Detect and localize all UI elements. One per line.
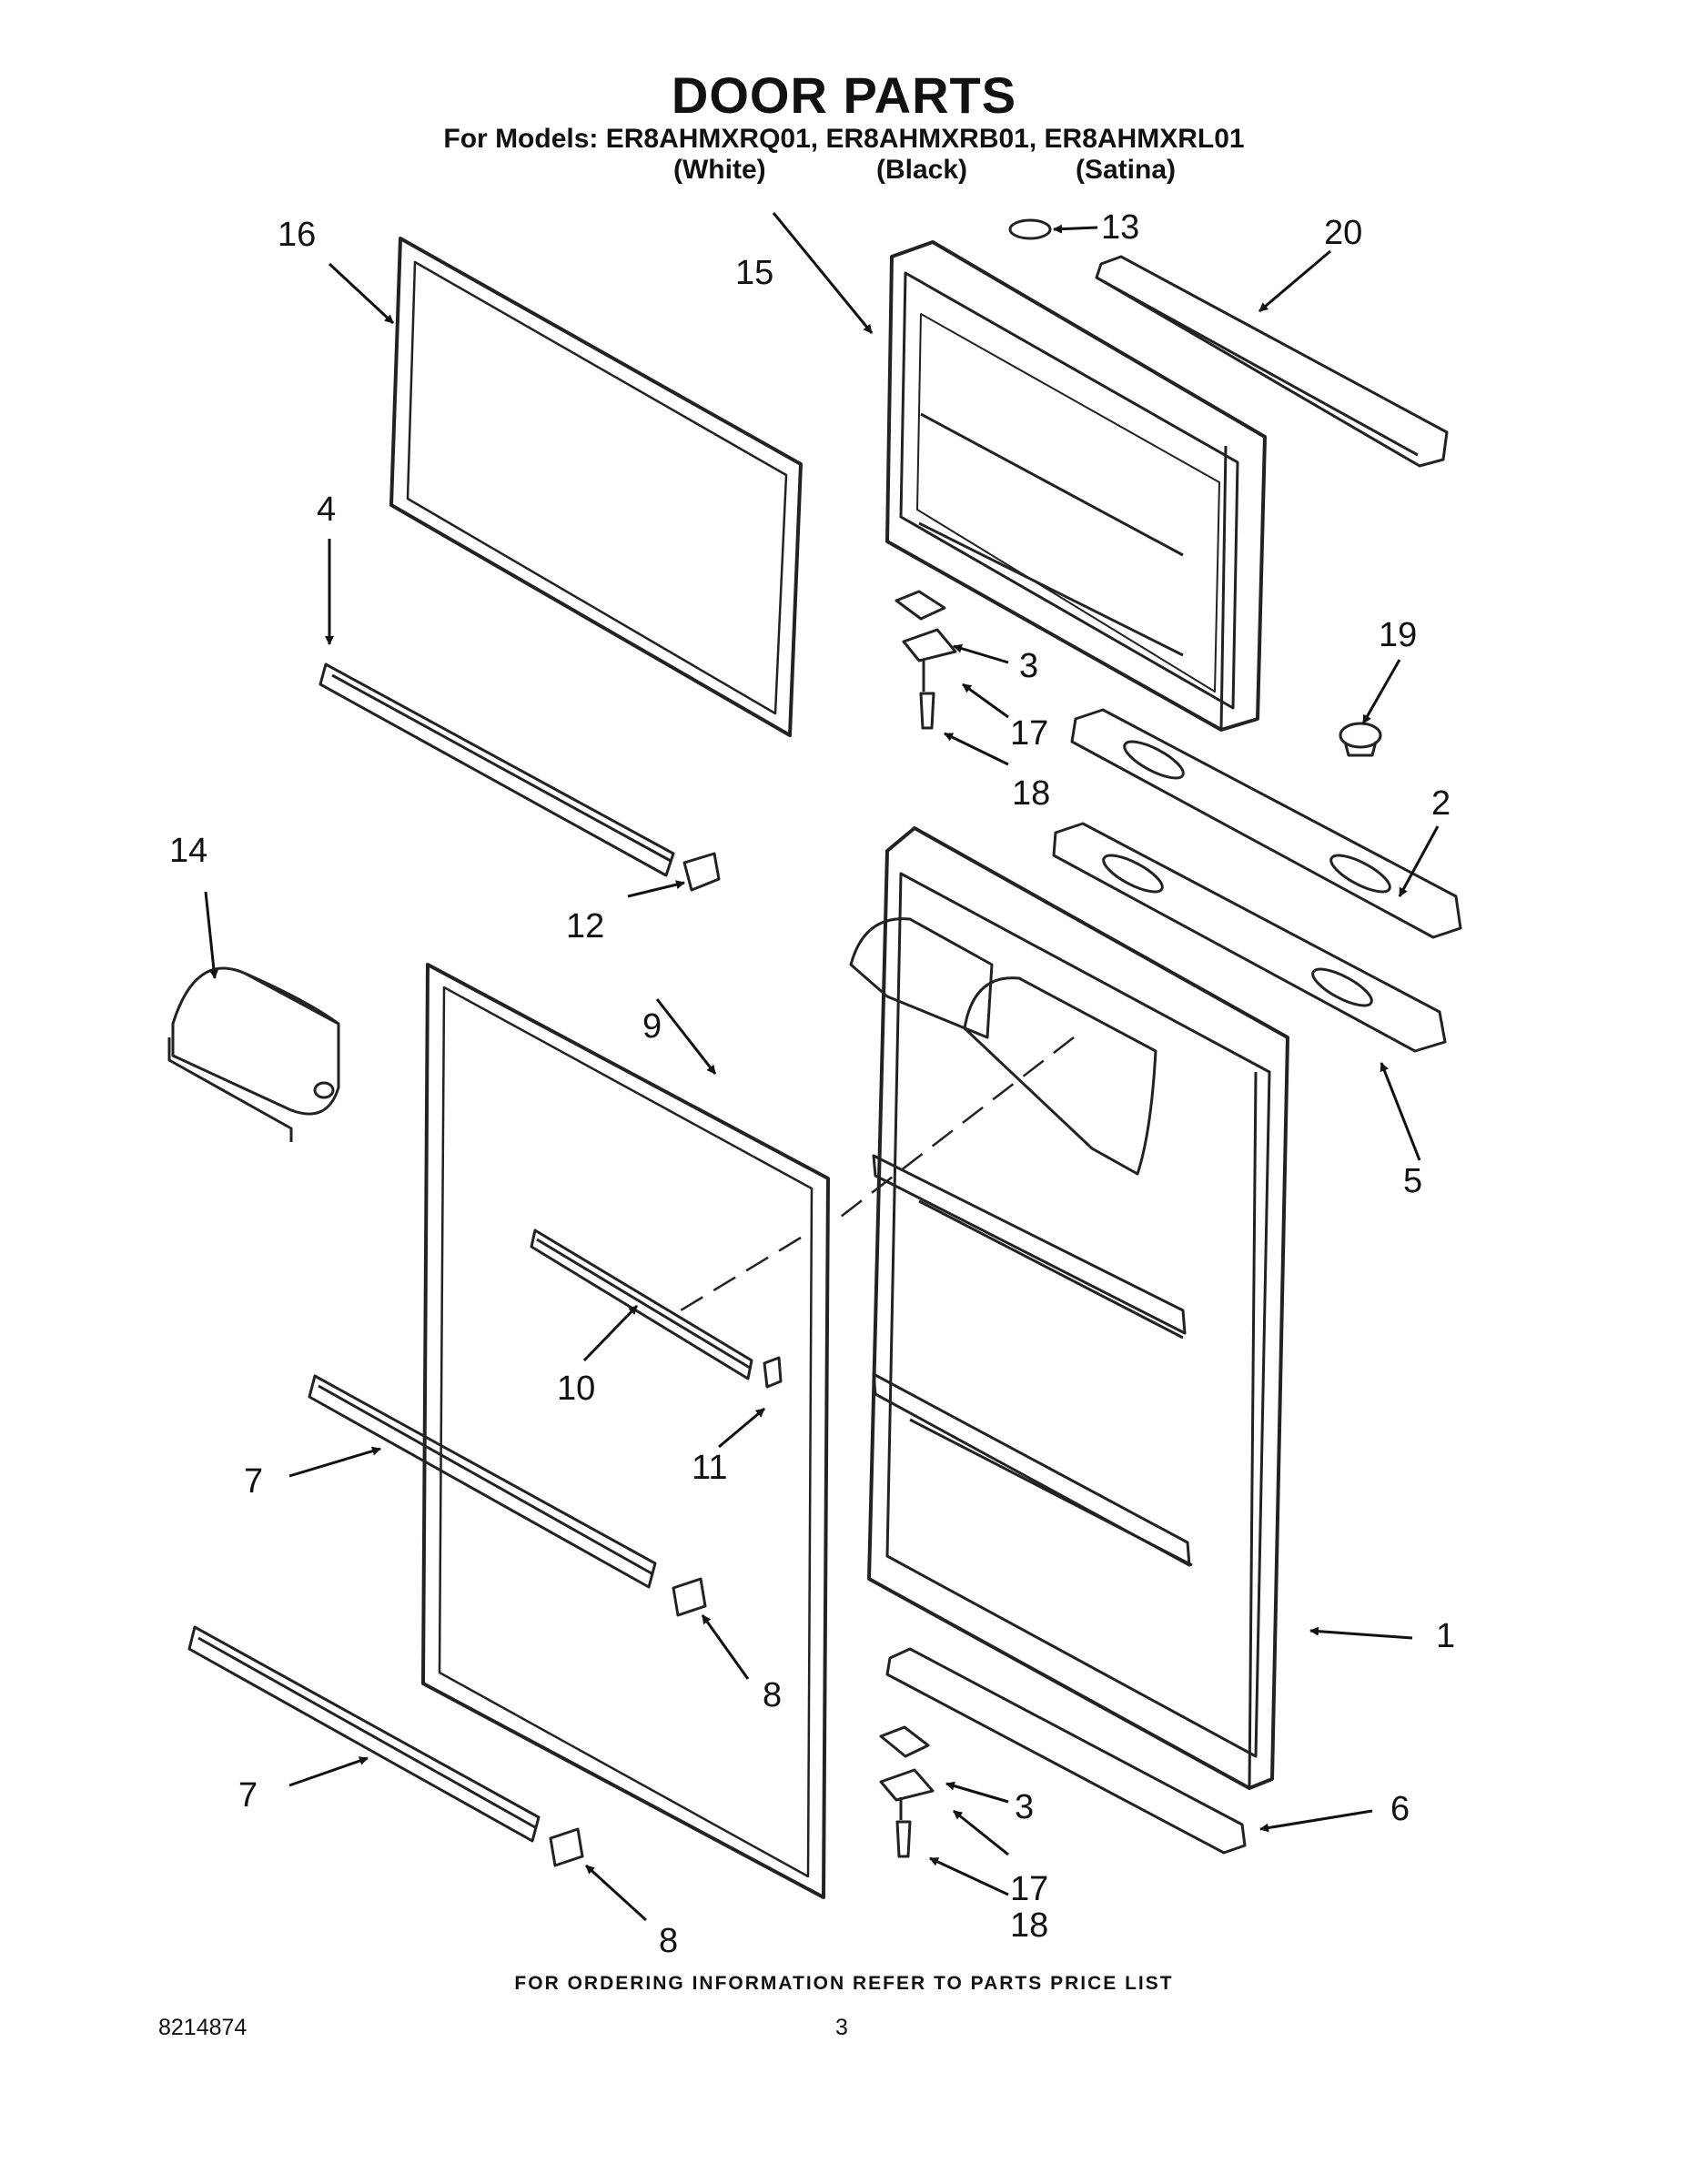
freezer-handle-trim-part	[1095, 255, 1449, 468]
bottom-door-trim-part	[885, 1647, 1247, 1855]
screw-cap-part	[1339, 722, 1382, 757]
callout-3-lower: 3	[1015, 1788, 1034, 1826]
door-handle-part	[1070, 708, 1462, 939]
upper-end-cap-part	[672, 1577, 707, 1617]
refrigerator-door-part	[849, 826, 1289, 1790]
lower-door-handle-part	[1052, 822, 1447, 1053]
callout-3-upper: 3	[1019, 647, 1038, 685]
lower-end-cap-part	[549, 1827, 584, 1867]
callout-8-lower: 8	[659, 1922, 678, 1960]
callout-20: 20	[1324, 214, 1362, 252]
freezer-gasket-part	[389, 237, 803, 737]
lower-hinge-assembly-part	[879, 1725, 935, 1858]
page-title: DOOR PARTS	[671, 66, 1017, 124]
callout-8-upper: 8	[763, 1676, 782, 1714]
variant-white: (White)	[673, 155, 766, 185]
callout-18-upper: 18	[1012, 774, 1050, 813]
callout-7-lower: 7	[238, 1776, 258, 1815]
retainer-end-clip-part	[763, 1356, 783, 1389]
callout-13: 13	[1101, 208, 1139, 247]
callout-18-lower: 18	[1010, 1906, 1048, 1945]
dairy-compartment-part	[167, 966, 340, 1142]
callout-6: 6	[1390, 1790, 1410, 1828]
freezer-door-part	[885, 240, 1267, 732]
callout-17-upper: 17	[1010, 714, 1048, 753]
callout-19: 19	[1379, 616, 1417, 654]
callout-11: 11	[692, 1449, 727, 1487]
plug-part	[1008, 218, 1052, 240]
ordering-note: FOR ORDERING INFORMATION REFER TO PARTS …	[514, 1973, 1174, 1994]
refrigerator-gasket-part	[421, 963, 830, 1899]
callout-4: 4	[317, 490, 336, 529]
callout-7-upper: 7	[244, 1462, 263, 1501]
callout-15: 15	[735, 254, 773, 292]
callout-10: 10	[557, 1370, 595, 1408]
variant-black: (Black)	[876, 155, 968, 185]
variant-satina: (Satina)	[1076, 155, 1177, 185]
callout-17-lower: 17	[1010, 1870, 1048, 1908]
callout-16: 16	[278, 216, 316, 254]
callout-2: 2	[1431, 784, 1450, 823]
lower-retainer-strip-part	[187, 1625, 541, 1843]
callout-12: 12	[566, 907, 604, 945]
document-number: 8214874	[158, 2015, 248, 2040]
upper-hinge-assembly-part	[895, 590, 957, 730]
callout-9: 9	[642, 1007, 662, 1046]
callout-14: 14	[169, 832, 207, 870]
upper-retainer-strip-part	[308, 1374, 657, 1589]
freezer-retainer-strip-part	[318, 662, 675, 877]
models-line: For Models: ER8AHMXRQ01, ER8AHMXRB01, ER…	[443, 124, 1245, 154]
freezer-end-cap-part	[682, 852, 721, 892]
retainer-strip-part	[530, 1228, 753, 1380]
callout-1: 1	[1436, 1617, 1455, 1655]
page-number: 3	[835, 2015, 848, 2040]
callout-5: 5	[1403, 1162, 1422, 1200]
